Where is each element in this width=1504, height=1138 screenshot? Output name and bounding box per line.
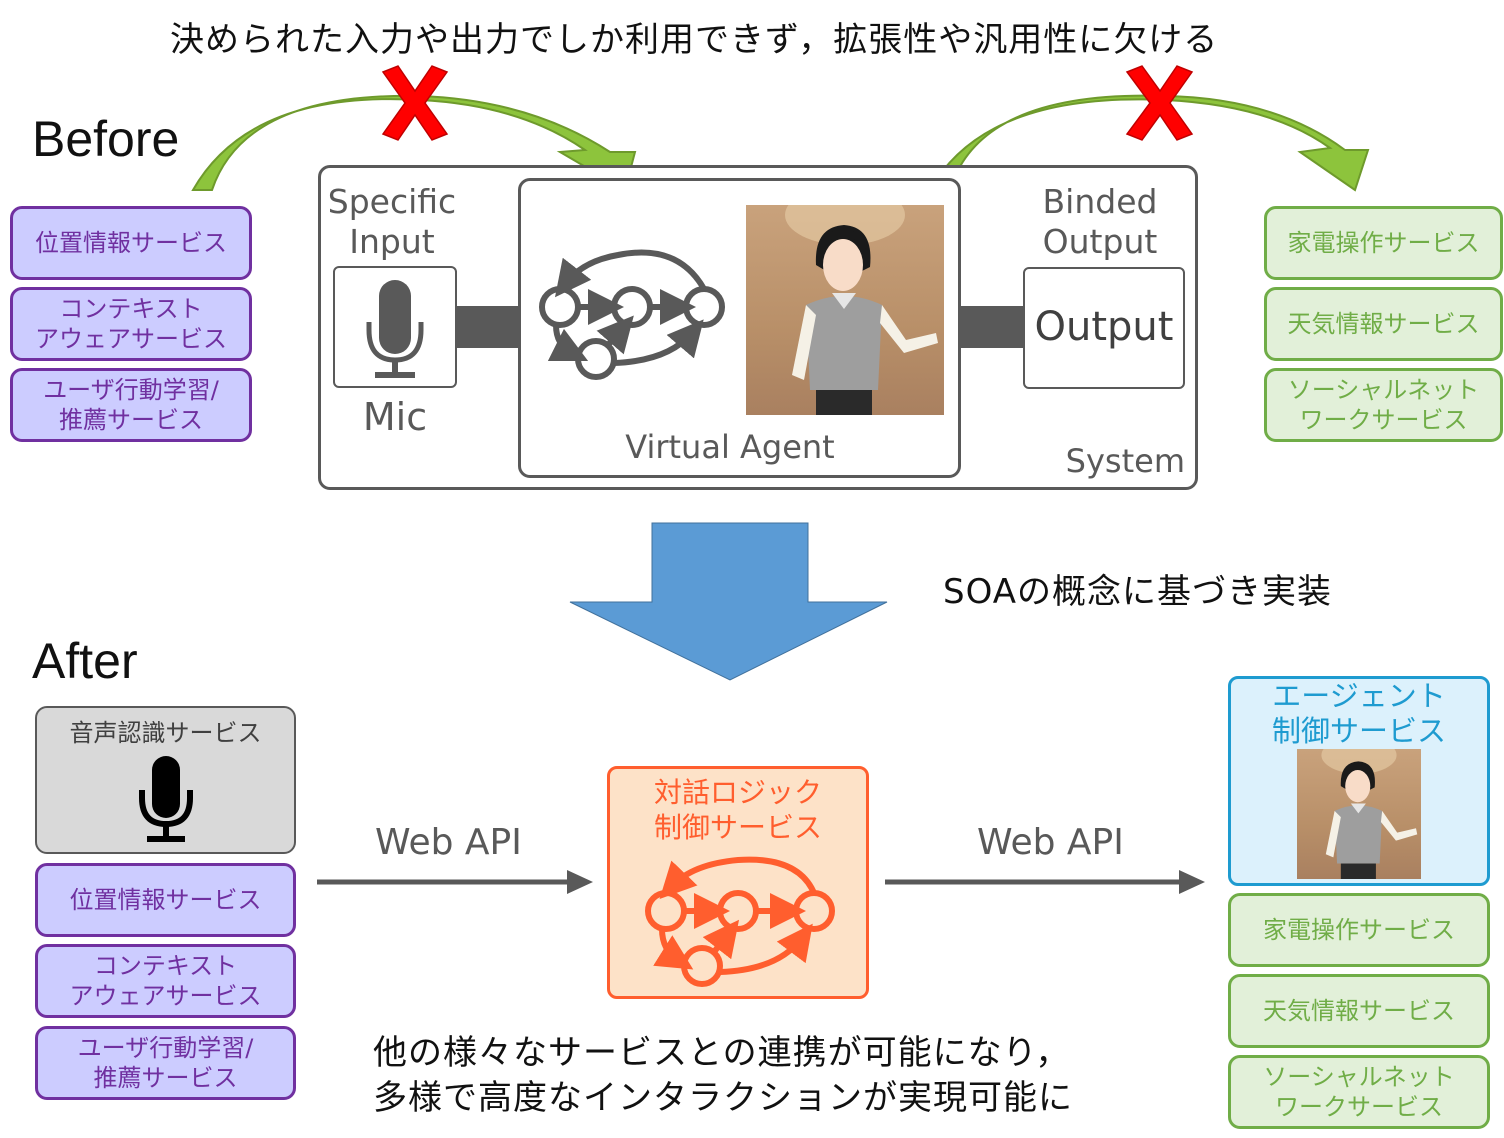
speech-recognition-service: 音声認識サービス: [35, 706, 296, 854]
mic-box: [333, 266, 457, 388]
service-label: コンテキスト アウェアサービス: [69, 952, 262, 1010]
dialogue-graph-icon: [539, 249, 725, 380]
service-label: ユーザ行動学習/ 推薦サービス: [43, 376, 219, 434]
before-title: Before: [32, 111, 180, 167]
after-input-service: ユーザ行動学習/ 推薦サービス: [35, 1026, 296, 1100]
service-label: ソーシャルネット ワークサービス: [1287, 376, 1480, 434]
service-label: 家電操作サービス: [1287, 229, 1480, 257]
left-blocked-arrow: [191, 94, 637, 192]
agent-character-icon: [785, 205, 938, 415]
before-output-service: 家電操作サービス: [1264, 206, 1503, 280]
web-api-right-label: Web API: [977, 822, 1124, 863]
left-cross-icon: [381, 65, 449, 141]
output-box: [1023, 267, 1185, 389]
right-cross-icon: [1125, 65, 1194, 141]
before-output-service: 天気情報サービス: [1264, 287, 1503, 361]
service-label: ユーザ行動学習/ 推薦サービス: [77, 1034, 254, 1092]
input-connector: [457, 306, 520, 348]
web-api-left-label: Web API: [375, 822, 522, 863]
before-input-service: コンテキスト アウェアサービス: [10, 287, 252, 361]
virtual-agent-label: Virtual Agent: [625, 428, 835, 466]
agent-service-label: エージェント 制御サービス: [1271, 679, 1446, 748]
bottom-caption-line2: 多様で高度なインタラクションが実現可能に: [373, 1078, 1073, 1118]
service-label: ソーシャルネット ワークサービス: [1263, 1063, 1455, 1121]
right-blocked-arrow: [928, 94, 1370, 192]
service-label: 位置情報サービス: [69, 886, 262, 914]
after-output-service: 家電操作サービス: [1228, 893, 1490, 967]
transition-down-arrow: [569, 522, 888, 681]
blocked-arrows: [191, 65, 1370, 192]
bottom-caption-line1: 他の様々なサービスとの連携が可能になり，: [373, 1033, 1071, 1073]
output-box-label: Output: [1034, 304, 1174, 350]
virtual-agent-image: [746, 205, 944, 415]
service-label: 音声認識サービス: [69, 719, 262, 747]
agent-image: [1297, 749, 1421, 879]
service-label: 位置情報サービス: [35, 229, 227, 257]
dialogue-service-label: 対話ロジック 制御サービス: [653, 776, 822, 844]
specific-input-heading: Specific Input: [327, 182, 457, 261]
service-label: 天気情報サービス: [1287, 310, 1480, 338]
agent-control-service: エージェント 制御サービス: [1228, 676, 1490, 886]
after-output-service: ソーシャルネット ワークサービス: [1228, 1055, 1490, 1129]
binded-output-heading: Binded Output: [1042, 182, 1158, 261]
dialogue-logic-service: 対話ロジック 制御サービス: [607, 766, 869, 999]
before-input-service: 位置情報サービス: [10, 206, 252, 280]
output-connector: [960, 306, 1024, 348]
before-output-service: ソーシャルネット ワークサービス: [1264, 368, 1503, 442]
after-title: After: [32, 633, 138, 689]
system-label: System: [1065, 442, 1185, 480]
web-api-left-arrow: [317, 870, 593, 894]
service-label: コンテキスト アウェアサービス: [35, 295, 227, 353]
microphone-icon: [366, 280, 424, 378]
mic-label: Mic: [362, 395, 428, 439]
after-input-service: 位置情報サービス: [35, 863, 296, 937]
web-api-right-arrow: [885, 870, 1205, 894]
after-output-service: 天気情報サービス: [1228, 974, 1490, 1048]
agent-character-icon: [1321, 749, 1418, 879]
dialogue-graph-icon: [645, 856, 835, 987]
top-caption: 決められた入力や出力でしか利用できず，拡張性や汎用性に欠ける: [170, 20, 1219, 60]
transition-caption: SOAの概念に基づき実装: [943, 572, 1333, 612]
service-label: 家電操作サービス: [1263, 916, 1455, 944]
microphone-icon: [138, 756, 193, 842]
after-input-service: コンテキスト アウェアサービス: [35, 944, 296, 1018]
before-input-service: ユーザ行動学習/ 推薦サービス: [10, 368, 252, 442]
service-label: 天気情報サービス: [1263, 997, 1455, 1025]
